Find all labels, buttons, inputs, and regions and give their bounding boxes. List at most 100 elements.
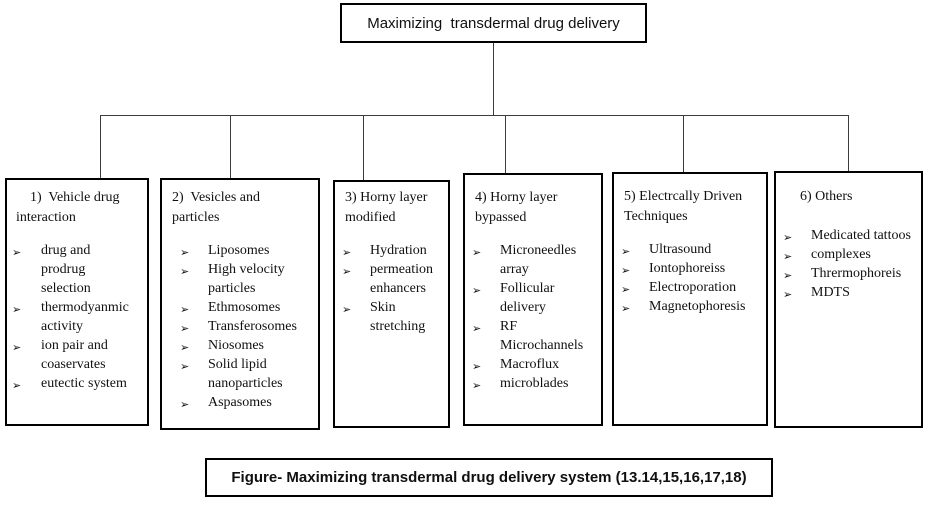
list-item: ➢Follicular delivery <box>465 279 601 317</box>
arrow-bullet-icon: ➢ <box>472 284 482 297</box>
arrow-bullet-icon: ➢ <box>180 246 190 259</box>
list-item-label: Thrermophoreis <box>811 266 902 281</box>
arrow-bullet-icon: ➢ <box>180 322 190 335</box>
category-box-horny-layer-bypassed: 4) Horny layer bypassed ➢ Microneedles ar… <box>463 173 603 426</box>
category-list: ➢ Liposomes ➢ High velocity particles ➢ Eth… <box>162 241 318 412</box>
list-item-label: complexes <box>811 247 871 262</box>
list-item-label: microblades <box>500 376 569 391</box>
category-heading: 5) Electrcally Driven Techniques <box>624 189 746 224</box>
arrow-bullet-icon: ➢ <box>783 231 793 244</box>
arrow-bullet-icon: ➢ <box>12 379 22 392</box>
list-item: ➢ Magnetophoresis <box>614 297 766 316</box>
category-list: ➢ Microneedles array ➢Follicular delivery… <box>465 241 601 393</box>
list-item: ➢ permeation enhancers <box>335 260 448 298</box>
list-item: ➢ Iontophoreiss <box>614 259 766 278</box>
list-item-label: eutectic system <box>41 376 127 391</box>
list-item-label: Liposomes <box>208 243 270 258</box>
arrow-bullet-icon: ➢ <box>621 302 631 315</box>
list-item-label: ion pair and coaservates <box>41 338 108 372</box>
arrow-bullet-icon: ➢ <box>12 246 22 259</box>
list-item: ➢ Solid lipid nanoparticles <box>162 355 318 393</box>
list-item: ➢ Thrermophoreis <box>776 264 921 283</box>
figure-caption-box: Figure- Maximizing transdermal drug deli… <box>205 458 773 497</box>
arrow-bullet-icon: ➢ <box>783 250 793 263</box>
list-item: ➢ MDTS <box>776 283 921 302</box>
category-list: ➢ Medicated tattoos ➢ complexes ➢ Thrermoph… <box>776 226 921 302</box>
list-item-label: Microneedles array <box>500 243 577 277</box>
list-item: ➢ ion pair and coaservates <box>7 336 147 374</box>
category-heading: 6) Others <box>800 189 853 204</box>
category-box-vehicle-drug-interaction: 1) Vehicle drug interaction ➢ drug and pr… <box>5 178 149 426</box>
list-item: ➢ RF Microchannels <box>465 317 601 355</box>
list-item: ➢ Macroflux <box>465 355 601 374</box>
arrow-bullet-icon: ➢ <box>472 360 482 373</box>
list-item: ➢ Ethmosomes <box>162 298 318 317</box>
arrow-bullet-icon: ➢ <box>180 303 190 316</box>
arrow-bullet-icon: ➢ <box>12 341 22 354</box>
list-item: ➢ High velocity particles <box>162 260 318 298</box>
list-item-label: High velocity particles <box>208 262 285 296</box>
list-item: ➢ Medicated tattoos <box>776 226 921 245</box>
list-item: ➢ drug and prodrug selection <box>7 241 147 298</box>
list-item-label: drug and prodrug selection <box>41 243 91 296</box>
list-item-label: Iontophoreiss <box>649 261 726 276</box>
category-box-horny-layer-modified: 3) Horny layer modified ➢Hydration ➢ perm… <box>333 180 450 428</box>
list-item: ➢ Aspasomes <box>162 393 318 412</box>
arrow-bullet-icon: ➢ <box>783 288 793 301</box>
list-item-label: Ethmosomes <box>208 300 281 315</box>
connector-horizontal <box>100 115 849 116</box>
connector-drop-5 <box>683 115 684 172</box>
arrow-bullet-icon: ➢ <box>472 322 482 335</box>
list-item-label: Macroflux <box>500 357 560 372</box>
list-item-label: Magnetophoresis <box>649 299 746 314</box>
category-box-others: 6) Others ➢ Medicated tattoos ➢ complexes … <box>774 171 923 428</box>
list-item-label: Medicated tattoos <box>811 228 911 243</box>
arrow-bullet-icon: ➢ <box>783 269 793 282</box>
list-item-label: permeation enhancers <box>370 262 433 296</box>
list-item-label: Solid lipid nanoparticles <box>208 357 283 391</box>
connector-drop-1 <box>100 115 101 178</box>
list-item-label: MDTS <box>811 285 850 300</box>
arrow-bullet-icon: ➢ <box>472 246 482 259</box>
category-list: ➢ Ultrasound ➢ Iontophoreiss ➢ Electroporat… <box>614 240 766 316</box>
list-item: ➢ Ultrasound <box>614 240 766 259</box>
connector-trunk <box>493 43 494 116</box>
category-heading: 1) Vehicle drug interaction <box>16 190 124 225</box>
diagram-title: Maximizing transdermal drug delivery <box>367 14 620 32</box>
arrow-bullet-icon: ➢ <box>621 245 631 258</box>
list-item-label: Skin stretching <box>370 300 426 334</box>
connector-drop-3 <box>363 115 364 180</box>
category-box-electrically-driven-techniques: 5) Electrcally Driven Techniques ➢ Ultras… <box>612 172 768 426</box>
connector-drop-6 <box>848 115 849 171</box>
arrow-bullet-icon: ➢ <box>180 360 190 373</box>
category-heading: 3) Horny layer modified <box>345 190 431 225</box>
arrow-bullet-icon: ➢ <box>180 398 190 411</box>
list-item: ➢ Microneedles array <box>465 241 601 279</box>
list-item: ➢Niosomes <box>162 336 318 355</box>
list-item-label: Hydration <box>370 243 427 258</box>
list-item-label: Aspasomes <box>208 395 272 410</box>
arrow-bullet-icon: ➢ <box>12 303 22 316</box>
category-box-vesicles-and-particles: 2) Vesicles and particles ➢ Liposomes ➢ Hi… <box>160 178 320 430</box>
figure-caption: Figure- Maximizing transdermal drug deli… <box>231 469 747 486</box>
category-list: ➢Hydration ➢ permeation enhancers ➢ Skin s… <box>335 241 448 336</box>
list-item: ➢ thermodyanmic activity <box>7 298 147 336</box>
arrow-bullet-icon: ➢ <box>180 265 190 278</box>
root-node-box: Maximizing transdermal drug delivery <box>340 3 647 43</box>
list-item-label: thermodyanmic activity <box>41 300 129 334</box>
list-item: ➢ complexes <box>776 245 921 264</box>
arrow-bullet-icon: ➢ <box>342 265 352 278</box>
list-item: ➢ microblades <box>465 374 601 393</box>
connector-drop-4 <box>505 115 506 173</box>
arrow-bullet-icon: ➢ <box>621 264 631 277</box>
category-heading: 2) Vesicles and particles <box>172 190 264 225</box>
list-item: ➢ Liposomes <box>162 241 318 260</box>
category-heading: 4) Horny layer bypassed <box>475 190 561 225</box>
list-item-label: Ultrasound <box>649 242 712 257</box>
arrow-bullet-icon: ➢ <box>472 379 482 392</box>
list-item: ➢Hydration <box>335 241 448 260</box>
list-item-label: Electroporation <box>649 280 737 295</box>
list-item-label: RF Microchannels <box>500 319 584 353</box>
list-item: ➢Transferosomes <box>162 317 318 336</box>
